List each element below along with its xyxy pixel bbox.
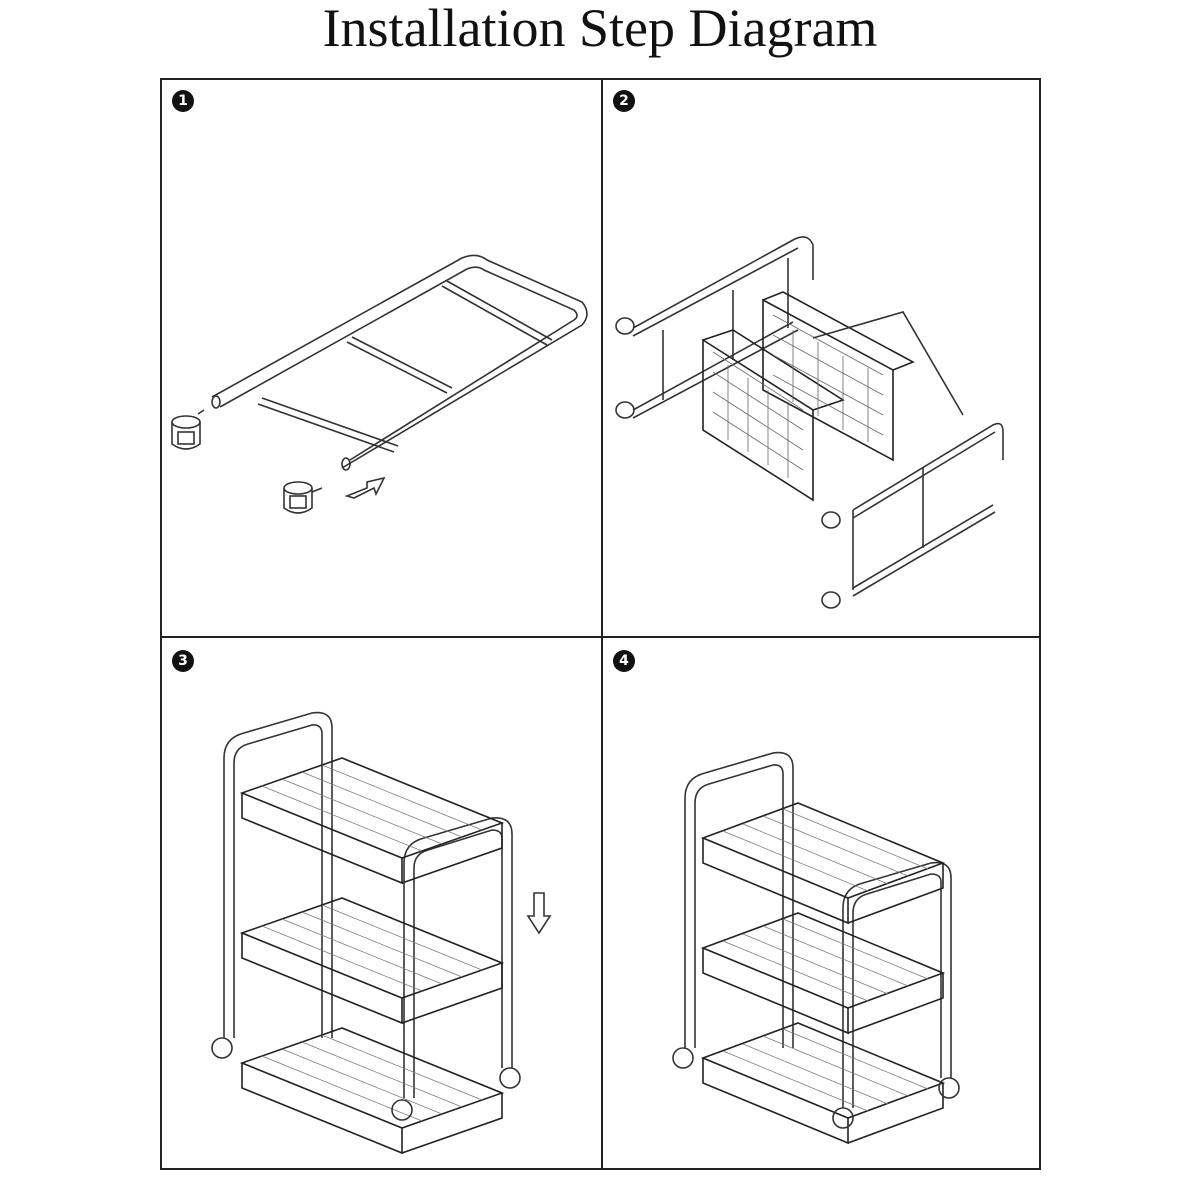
step-1-panel: 1 bbox=[162, 80, 601, 636]
step-2-number-badge: 2 bbox=[613, 90, 635, 112]
step-4-illustration bbox=[672, 751, 960, 1145]
step-4-number-badge: 4 bbox=[613, 650, 635, 672]
step-1-number-badge: 1 bbox=[172, 90, 194, 112]
grid-divider-horizontal bbox=[162, 636, 1039, 638]
steps-grid: 1 bbox=[160, 78, 1041, 1170]
diagram-title: Installation Step Diagram bbox=[322, 0, 878, 58]
step-3-panel: 3 bbox=[162, 638, 601, 1170]
step-3-number-badge: 3 bbox=[172, 650, 194, 672]
step-2-panel: 2 bbox=[603, 80, 1043, 636]
step-4-panel: 4 bbox=[603, 638, 1043, 1170]
step-1-illustration bbox=[171, 254, 588, 514]
step-3-illustration bbox=[211, 711, 552, 1155]
grid-divider-vertical bbox=[601, 80, 603, 1168]
step-2-illustration bbox=[615, 236, 1004, 609]
